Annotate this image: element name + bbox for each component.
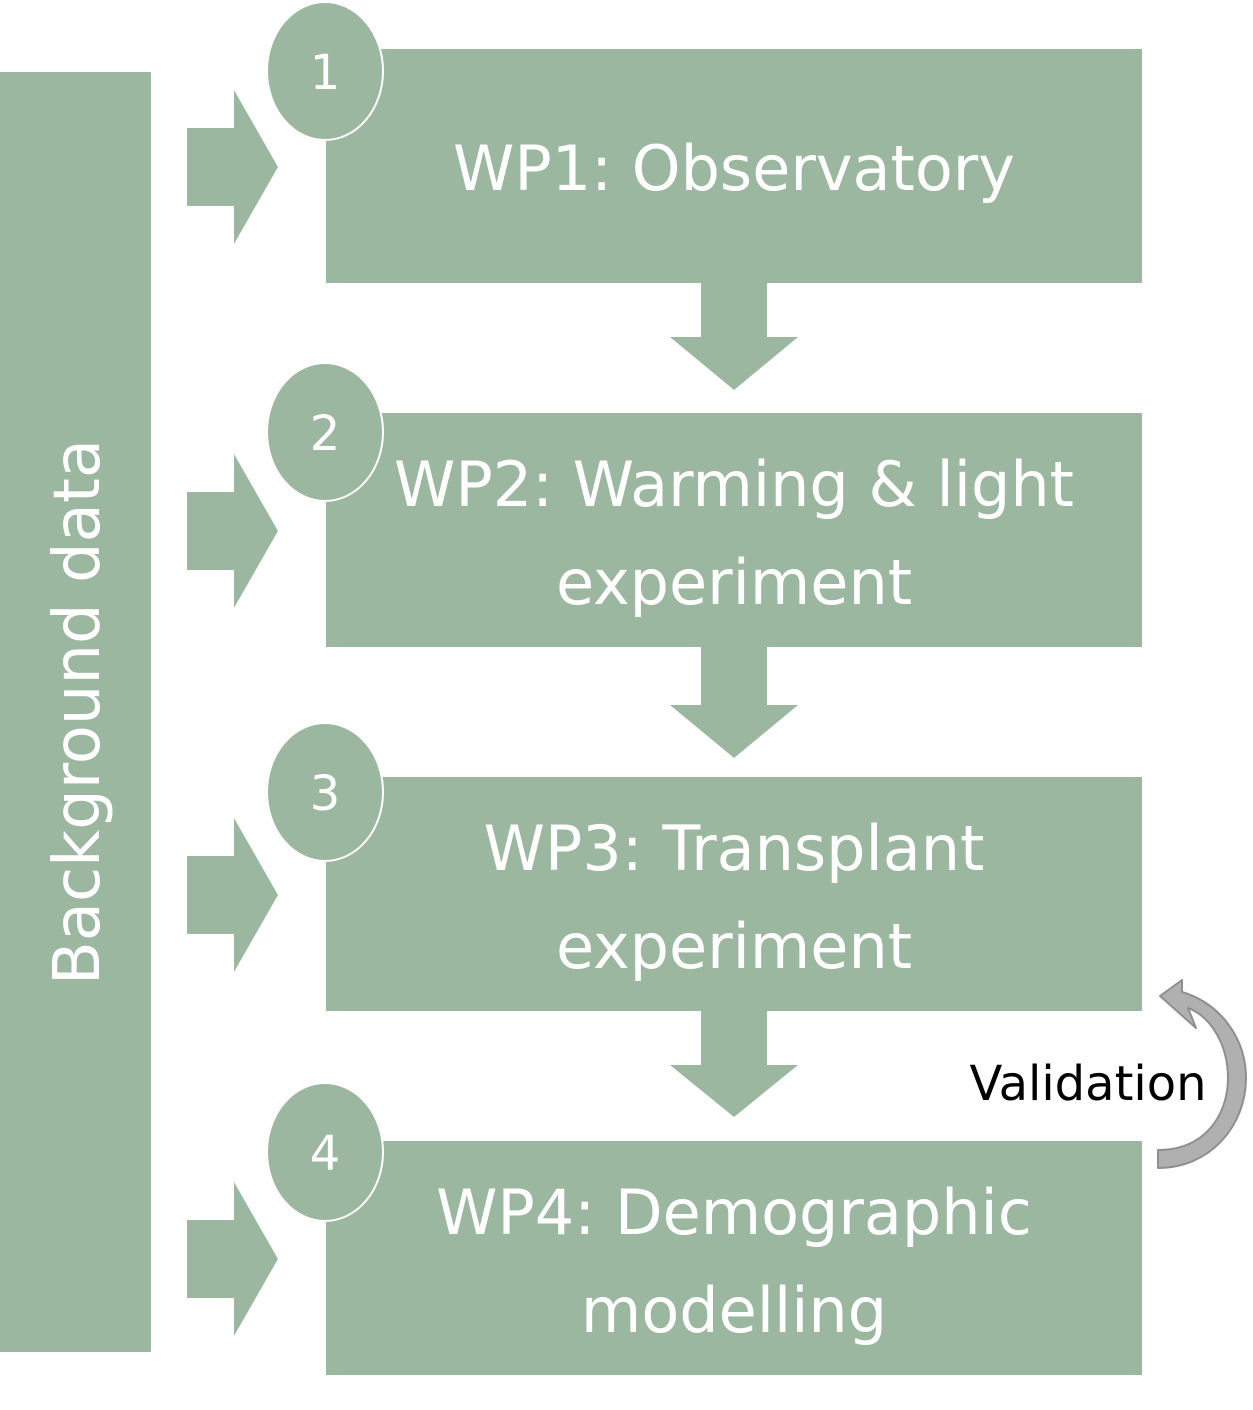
- background-data-bar: [0, 72, 151, 1352]
- wp3-title: WP3: Transplant: [484, 812, 985, 885]
- wp3-number: 3: [310, 766, 341, 822]
- background-data-label: Background data: [41, 439, 115, 985]
- wp4-title: WP4: Demographic: [436, 1176, 1032, 1249]
- wp3-number-circle: [266, 722, 384, 862]
- wp2-number: 2: [310, 406, 341, 462]
- side-arrow-wp2: [187, 454, 278, 608]
- validation-arrow: [1157, 979, 1247, 1169]
- side-arrow-wp4: [187, 1182, 278, 1336]
- wp3-box: [326, 777, 1142, 1011]
- wp1-box: [326, 49, 1142, 283]
- wp2-box: [326, 413, 1142, 647]
- wp2-title: WP2: Warming & light: [394, 448, 1074, 521]
- wp2-subtitle: experiment: [556, 546, 912, 619]
- wp4-box: [326, 1141, 1142, 1375]
- wp1-number-circle: [266, 1, 384, 141]
- wp1-number: 1: [310, 45, 341, 101]
- wp4-number: 4: [310, 1126, 341, 1182]
- down-arrow-wp3-wp4: [670, 1010, 798, 1117]
- wp4-number-circle: [266, 1082, 384, 1222]
- side-arrow-wp1: [187, 90, 278, 244]
- wp1-title: WP1: Observatory: [453, 132, 1015, 205]
- wp4-subtitle: modelling: [581, 1274, 887, 1347]
- side-arrow-wp3: [187, 818, 278, 972]
- down-arrow-wp2-wp3: [670, 646, 798, 758]
- wp2-number-circle: [266, 362, 384, 502]
- validation-label: Validation: [969, 1056, 1206, 1112]
- wp3-subtitle: experiment: [556, 910, 912, 983]
- down-arrow-wp1-wp2: [670, 282, 798, 390]
